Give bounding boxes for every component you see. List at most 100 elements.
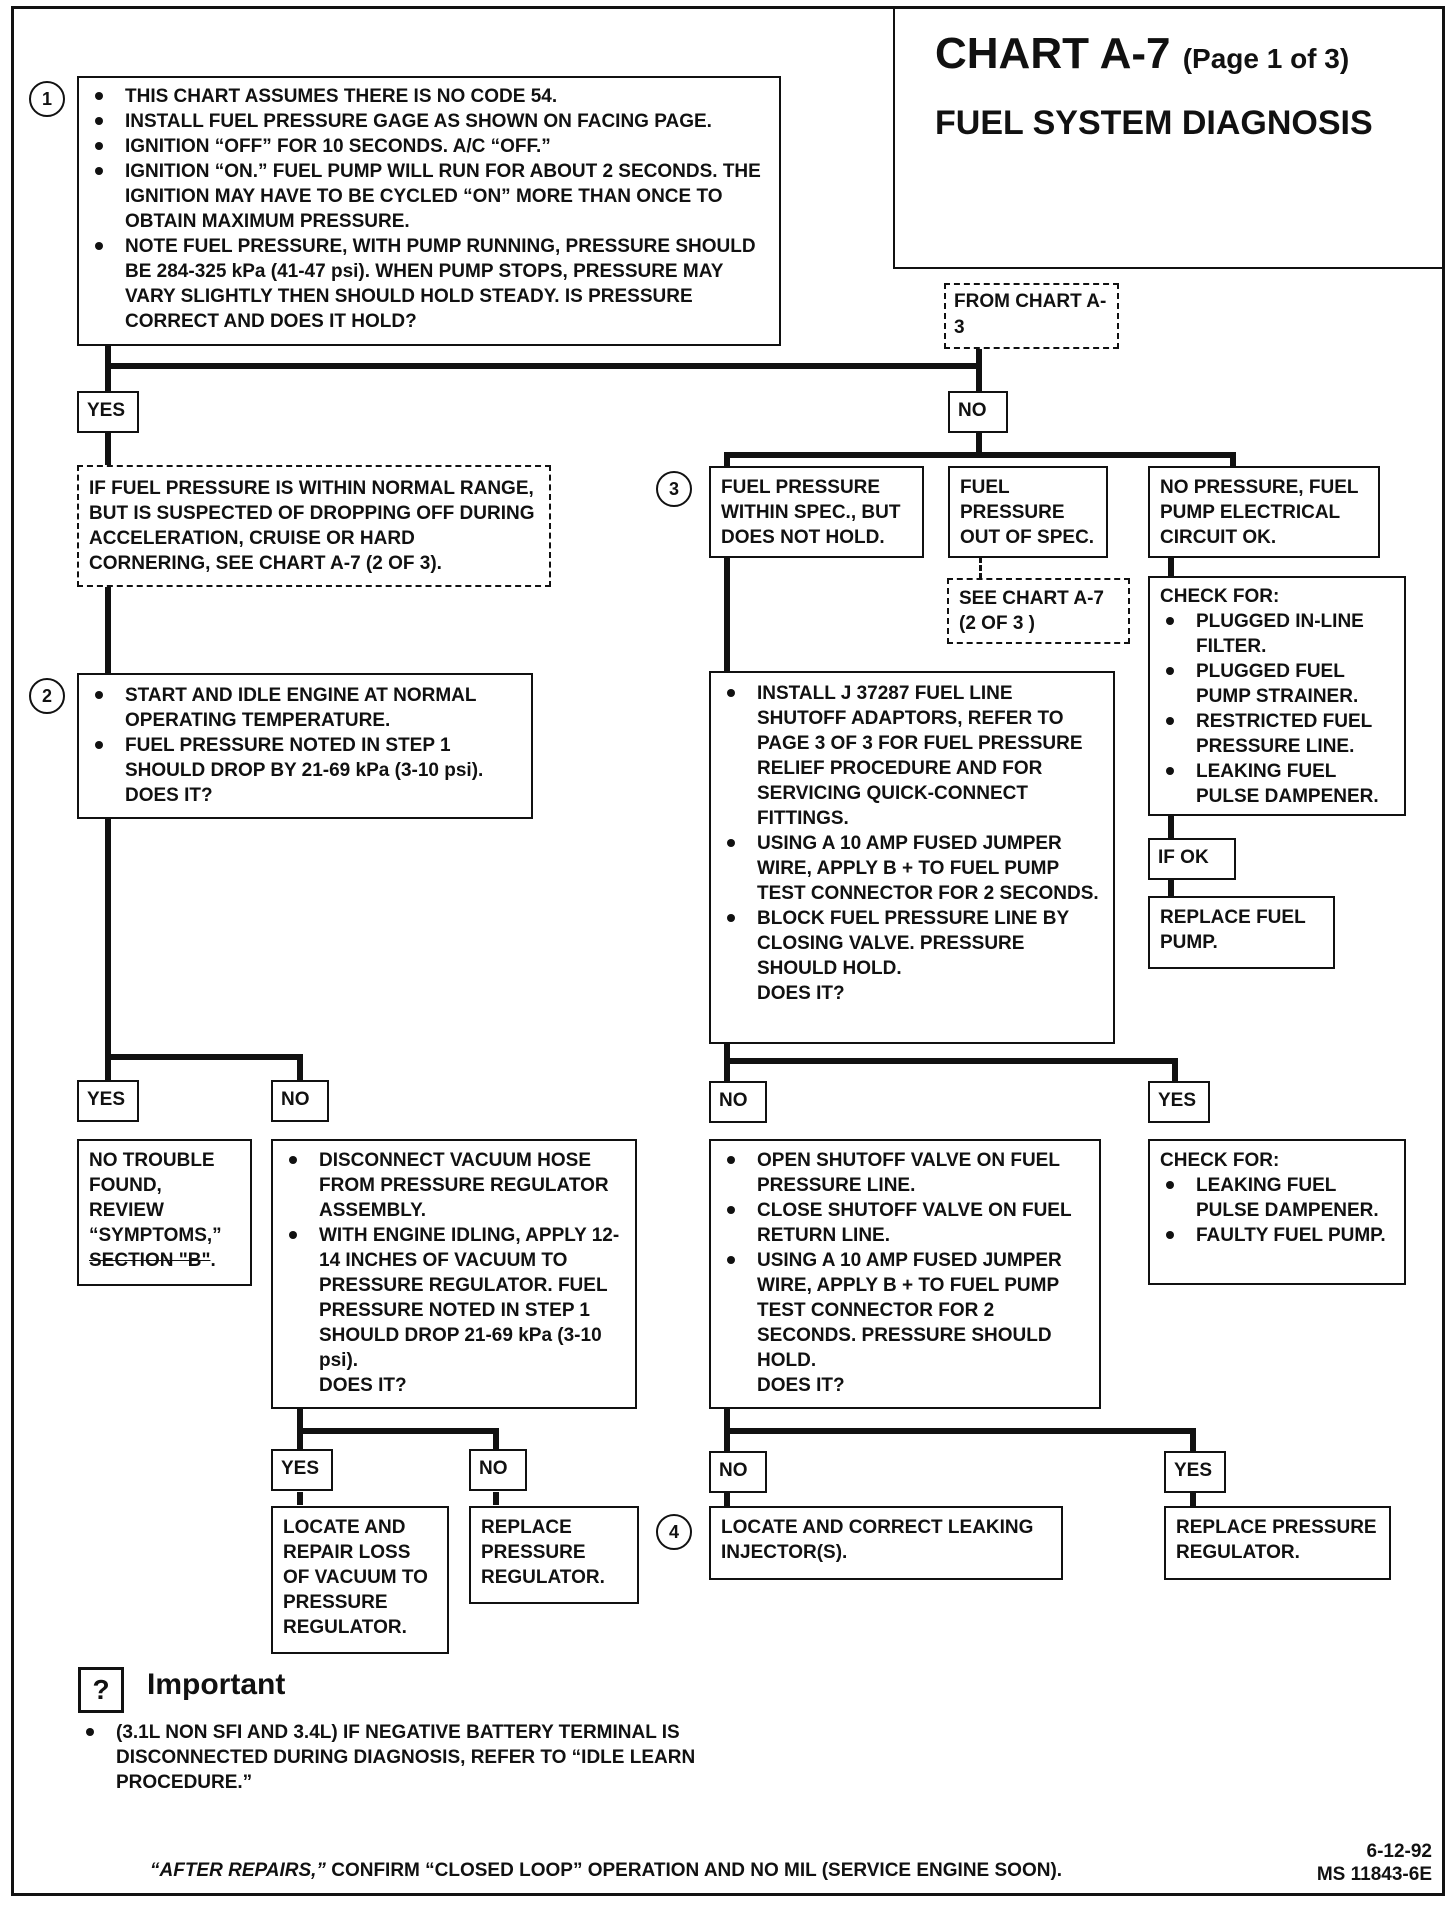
connector bbox=[105, 818, 111, 1081]
install-adaptors-item: INSTALL J 37287 FUEL LINE SHUTOFF ADAPTO… bbox=[721, 681, 1103, 831]
install-question: DOES IT? bbox=[757, 983, 845, 1004]
check-for-title: CHECK FOR: bbox=[1160, 586, 1280, 607]
replace-pressure-regulator-box: REPLACE PRESSURE REGULATOR. bbox=[469, 1506, 639, 1604]
step-1-item: INSTALL FUEL PRESSURE GAGE AS SHOWN ON F… bbox=[89, 109, 769, 134]
chart-title: CHART A-7 (Page 1 of 3) bbox=[935, 29, 1349, 79]
dashed-connector bbox=[979, 557, 982, 579]
yes-label: YES bbox=[77, 391, 139, 433]
open-shutoff-question: DOES IT? bbox=[757, 1375, 845, 1396]
check-for-title: CHECK FOR: bbox=[1160, 1150, 1280, 1171]
step-2-list: START AND IDLE ENGINE AT NORMAL OPERATIN… bbox=[89, 683, 521, 808]
replace-fuel-pump-box: REPLACE FUEL PUMP. bbox=[1148, 896, 1335, 969]
no-label: NO bbox=[271, 1080, 329, 1122]
yes-label: YES bbox=[1148, 1081, 1210, 1123]
connector bbox=[724, 452, 730, 466]
connector bbox=[724, 452, 1236, 458]
no-pressure-box: NO PRESSURE, FUEL PUMP ELECTRICAL CIRCUI… bbox=[1148, 466, 1380, 558]
pressure-drop-note: IF FUEL PRESSURE IS WITHIN NORMAL RANGE,… bbox=[77, 465, 551, 587]
footer-text: CONFIRM “CLOSED LOOP” OPERATION AND NO M… bbox=[325, 1860, 1063, 1881]
open-shutoff-item: CLOSE SHUTOFF VALVE ON FUEL RETURN LINE. bbox=[721, 1198, 1089, 1248]
step-3-number: 3 bbox=[656, 471, 692, 507]
step-1-number: 1 bbox=[29, 81, 65, 117]
check-for-box: CHECK FOR: PLUGGED IN-LINE FILTER. PLUGG… bbox=[1148, 576, 1406, 816]
disconnect-vacuum-list: DISCONNECT VACUUM HOSE FROM PRESSURE REG… bbox=[283, 1148, 625, 1373]
step-4-number: 4 bbox=[656, 1514, 692, 1550]
connector bbox=[724, 1492, 730, 1506]
step-1-item: NOTE FUEL PRESSURE, WITH PUMP RUNNING, P… bbox=[89, 234, 769, 334]
pressure-within-spec-box: FUEL PRESSURE WITHIN SPEC., BUT DOES NOT… bbox=[709, 466, 924, 558]
connector bbox=[1168, 815, 1174, 839]
check-for-box-2: CHECK FOR: LEAKING FUEL PULSE DAMPENER. … bbox=[1148, 1139, 1406, 1285]
step-2-item: FUEL PRESSURE NOTED IN STEP 1 SHOULD DRO… bbox=[89, 733, 521, 808]
install-adaptors-item: USING A 10 AMP FUSED JUMPER WIRE, APPLY … bbox=[721, 831, 1103, 906]
check-for-item: LEAKING FUEL PULSE DAMPENER. bbox=[1160, 1173, 1394, 1223]
yes-label: YES bbox=[1164, 1451, 1226, 1493]
connector bbox=[724, 1428, 1196, 1434]
disconnect-vacuum-item: WITH ENGINE IDLING, APPLY 12-14 INCHES O… bbox=[283, 1223, 625, 1373]
yes-label: YES bbox=[271, 1449, 333, 1491]
footer-doc-number: MS 11843-6E bbox=[1316, 1864, 1432, 1885]
open-shutoff-item: USING A 10 AMP FUSED JUMPER WIRE, APPLY … bbox=[721, 1248, 1089, 1373]
important-list: (3.1L NON SFI AND 3.4L) IF NEGATIVE BATT… bbox=[80, 1720, 800, 1795]
connector bbox=[1168, 557, 1174, 577]
connector bbox=[1172, 1058, 1178, 1083]
check-for-item: LEAKING FUEL PULSE DAMPENER. bbox=[1160, 759, 1394, 809]
chart-title-text: CHART A-7 bbox=[935, 29, 1171, 78]
connector bbox=[1190, 1492, 1196, 1506]
replace-pressure-regulator-box-2: REPLACE PRESSURE REGULATOR. bbox=[1164, 1506, 1391, 1580]
step-2-number: 2 bbox=[29, 678, 65, 714]
check-for-list: PLUGGED IN-LINE FILTER. PLUGGED FUEL PUM… bbox=[1160, 609, 1394, 809]
connector bbox=[1168, 874, 1174, 898]
locate-leaking-injectors-box: LOCATE AND CORRECT LEAKING INJECTOR(S). bbox=[709, 1506, 1063, 1580]
connector bbox=[297, 1054, 303, 1081]
no-label: NO bbox=[469, 1449, 527, 1491]
connector bbox=[493, 1428, 499, 1458]
connector bbox=[105, 363, 982, 369]
important-note: (3.1L NON SFI AND 3.4L) IF NEGATIVE BATT… bbox=[80, 1720, 800, 1795]
step-1-item: THIS CHART ASSUMES THERE IS NO CODE 54. bbox=[89, 84, 769, 109]
connector bbox=[724, 557, 730, 672]
disconnect-vacuum-box: DISCONNECT VACUUM HOSE FROM PRESSURE REG… bbox=[271, 1139, 637, 1409]
step-2-box: START AND IDLE ENGINE AT NORMAL OPERATIN… bbox=[77, 673, 533, 819]
important-icon: ? bbox=[78, 1667, 124, 1713]
chart-page-indicator: (Page 1 of 3) bbox=[1182, 43, 1350, 74]
pressure-out-of-spec-box: FUEL PRESSURE OUT OF SPEC. bbox=[948, 466, 1108, 558]
no-trouble-text: NO TROUBLE FOUND, REVIEW “SYMPTOMS,” bbox=[89, 1150, 222, 1246]
check-for-list: LEAKING FUEL PULSE DAMPENER. FAULTY FUEL… bbox=[1160, 1173, 1394, 1248]
footer-date: 6-12-92 bbox=[1366, 1841, 1433, 1862]
important-item: (3.1L NON SFI AND 3.4L) IF NEGATIVE BATT… bbox=[80, 1720, 800, 1795]
check-for-item: PLUGGED FUEL PUMP STRAINER. bbox=[1160, 659, 1394, 709]
yes-label: YES bbox=[77, 1080, 139, 1122]
open-shutoff-box: OPEN SHUTOFF VALVE ON FUEL PRESSURE LINE… bbox=[709, 1139, 1101, 1409]
connector bbox=[105, 1054, 303, 1060]
if-ok-label: IF OK bbox=[1148, 838, 1236, 880]
page-border bbox=[11, 6, 1445, 1896]
connector bbox=[724, 1058, 1178, 1064]
disconnect-vacuum-question: DOES IT? bbox=[319, 1375, 407, 1396]
important-title: Important bbox=[147, 1668, 286, 1701]
no-label: NO bbox=[709, 1451, 767, 1493]
footer-note: “AFTER REPAIRS,” CONFIRM “CLOSED LOOP” O… bbox=[150, 1860, 1062, 1882]
no-label: NO bbox=[709, 1081, 767, 1123]
step-2-item: START AND IDLE ENGINE AT NORMAL OPERATIN… bbox=[89, 683, 521, 733]
footer-reference: 6-12-92 MS 11843-6E bbox=[1317, 1840, 1432, 1886]
check-for-item: RESTRICTED FUEL PRESSURE LINE. bbox=[1160, 709, 1394, 759]
chart-subtitle: FUEL SYSTEM DIAGNOSIS bbox=[935, 104, 1373, 142]
step-1-list: THIS CHART ASSUMES THERE IS NO CODE 54. … bbox=[89, 84, 769, 334]
no-trouble-found-box: NO TROUBLE FOUND, REVIEW “SYMPTOMS,” SEC… bbox=[77, 1139, 252, 1286]
connector bbox=[976, 346, 982, 394]
install-adaptors-box: INSTALL J 37287 FUEL LINE SHUTOFF ADAPTO… bbox=[709, 671, 1115, 1044]
install-adaptors-item: BLOCK FUEL PRESSURE LINE BY CLOSING VALV… bbox=[721, 906, 1103, 981]
locate-vacuum-loss-box: LOCATE AND REPAIR LOSS OF VACUUM TO PRES… bbox=[271, 1506, 449, 1654]
connector bbox=[493, 1492, 499, 1505]
no-label: NO bbox=[948, 391, 1008, 433]
connector bbox=[297, 1428, 499, 1434]
install-adaptors-list: INSTALL J 37287 FUEL LINE SHUTOFF ADAPTO… bbox=[721, 681, 1103, 981]
see-chart-box: SEE CHART A-7 (2 OF 3 ) bbox=[947, 578, 1130, 644]
title-block: CHART A-7 (Page 1 of 3) FUEL SYSTEM DIAG… bbox=[893, 9, 1442, 269]
open-shutoff-list: OPEN SHUTOFF VALVE ON FUEL PRESSURE LINE… bbox=[721, 1148, 1089, 1373]
connector bbox=[1230, 452, 1236, 466]
step-1-item: IGNITION “ON.” FUEL PUMP WILL RUN FOR AB… bbox=[89, 159, 769, 234]
step-1-item: IGNITION “OFF” FOR 10 SECONDS. A/C “OFF.… bbox=[89, 134, 769, 159]
